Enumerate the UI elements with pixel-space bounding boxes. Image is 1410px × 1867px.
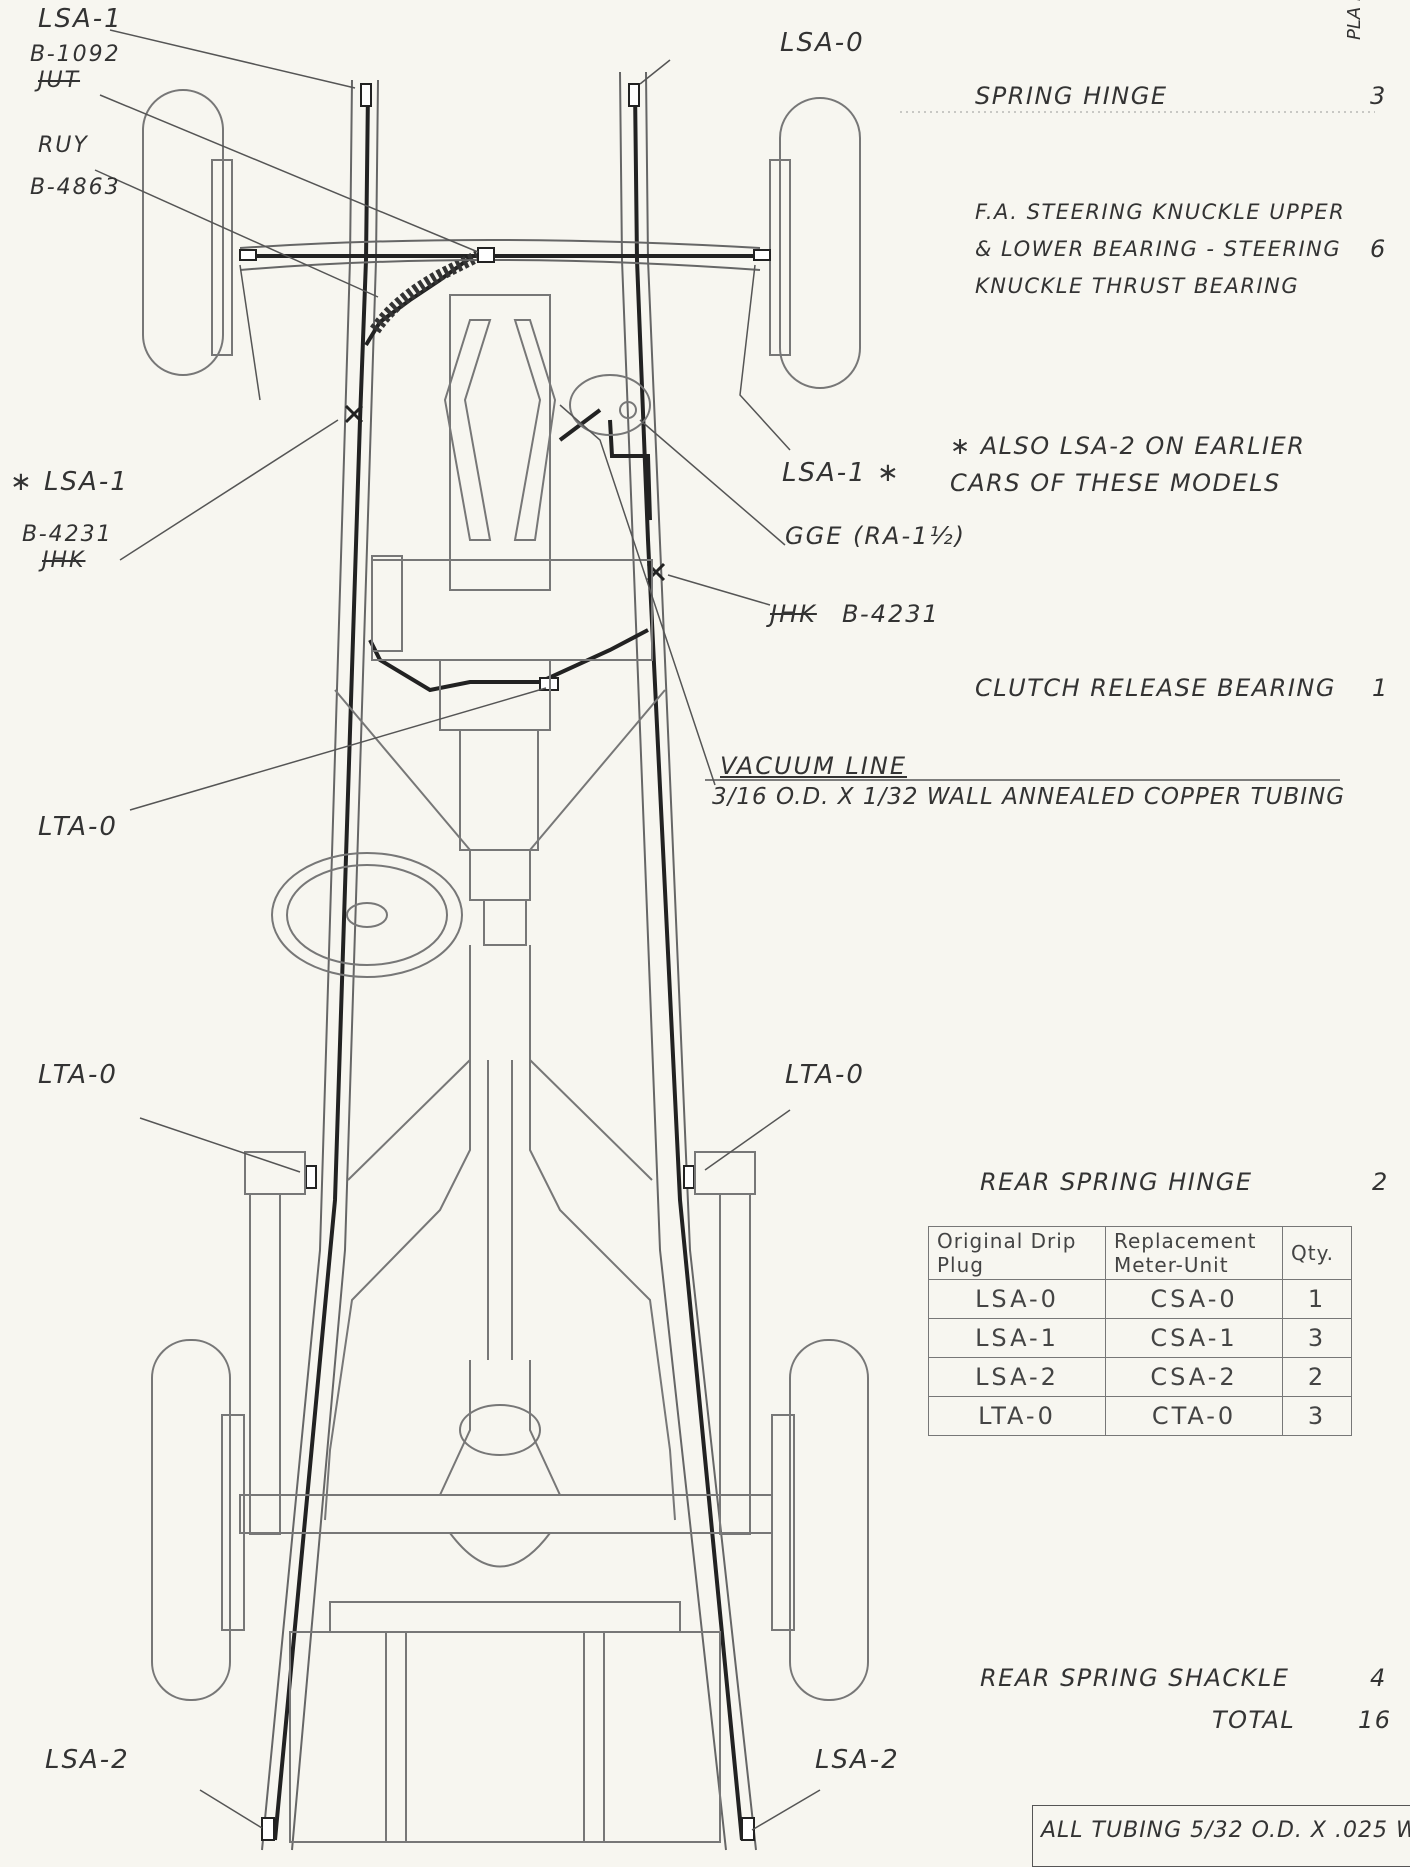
- qty-steering-knuckle: 6: [1370, 235, 1387, 263]
- item-rear-spring-hinge: REAR SPRING HINGE: [980, 1168, 1253, 1196]
- flexible-hose: [370, 250, 481, 334]
- qty-rear-spring-shackle: 4: [1370, 1664, 1387, 1692]
- table-header-row: Original Drip Plug Replacement Meter-Uni…: [928, 1226, 1352, 1280]
- label-gge: GGE (RA-1½): [785, 522, 966, 550]
- label-lsa2-left: LSA-2: [45, 1745, 130, 1775]
- footnote: ∗ ALSO LSA-2 ON EARLIER CARS OF THESE MO…: [950, 432, 1306, 497]
- label-lta0-left: LTA-0: [38, 1060, 118, 1090]
- item-spring-hinge: SPRING HINGE: [975, 82, 1168, 110]
- label-lta0-upper: LTA-0: [38, 812, 118, 842]
- plug-conversion-table: Original Drip Plug Replacement Meter-Uni…: [928, 1226, 1352, 1436]
- table-cell: 2: [1282, 1357, 1352, 1397]
- table-cell: LSA-1: [928, 1318, 1106, 1358]
- front-right-wheel: [769, 97, 861, 389]
- label-jhk-right: JHK: [770, 600, 817, 628]
- qty-spring-hinge: 3: [1370, 82, 1387, 110]
- item-steering-knuckle: F.A. STEERING KNUCKLE UPPER & LOWER BEAR…: [975, 200, 1346, 298]
- label-b1092: B-1092: [30, 42, 121, 67]
- table-cell: 3: [1282, 1396, 1352, 1436]
- total-label: TOTAL: [1212, 1706, 1296, 1734]
- table-cell: CSA-1: [1105, 1318, 1283, 1358]
- rear-axle: [239, 1360, 773, 1843]
- table-cell: 1: [1282, 1279, 1352, 1319]
- rear-crossmember: [244, 1151, 756, 1535]
- label-ruy: RUY: [38, 133, 89, 158]
- item-rear-spring-shackle: REAR SPRING SHACKLE: [980, 1664, 1290, 1692]
- table-row: LSA-1 CSA-1 3: [928, 1318, 1352, 1358]
- table-cell: CSA-2: [1105, 1357, 1283, 1397]
- lubrication-tubing: [248, 87, 762, 1841]
- label-lsa2-right: LSA-2: [815, 1745, 900, 1775]
- engine-outline: [371, 294, 653, 946]
- rear-right-wheel: [771, 1339, 869, 1701]
- table-cell: 3: [1282, 1318, 1352, 1358]
- frame-rails: [261, 71, 757, 1851]
- rear-left-wheel: [151, 1339, 245, 1701]
- header-qty: Qty.: [1282, 1226, 1352, 1280]
- tubing-note-box: ALL TUBING 5/32 O.D. X .025 WALL: [1032, 1805, 1410, 1867]
- table-cell: LSA-2: [928, 1357, 1106, 1397]
- label-b4863: B-4863: [30, 175, 121, 200]
- label-jut: JUT: [38, 68, 81, 93]
- steering-wheel: [271, 852, 463, 978]
- label-lsa1-right: LSA-1 ∗: [782, 458, 901, 488]
- total-qty: 16: [1358, 1706, 1392, 1734]
- label-lsa1-top: LSA-1: [38, 4, 123, 34]
- table-cell: CTA-0: [1105, 1396, 1283, 1436]
- table-row: LSA-0 CSA-0 1: [928, 1279, 1352, 1319]
- header-original: Original Drip Plug: [928, 1226, 1106, 1280]
- label-vacuum-line: VACUUM LINE: [720, 752, 907, 780]
- label-jhk-left: JHK: [42, 548, 86, 573]
- label-lsa0-top: LSA-0: [780, 28, 865, 58]
- label-lsa1-left: ∗ LSA-1: [10, 467, 129, 497]
- table-cell: LSA-0: [928, 1279, 1106, 1319]
- table-cell: CSA-0: [1105, 1279, 1283, 1319]
- table-row: LSA-2 CSA-2 2: [928, 1357, 1352, 1397]
- table-cell: LTA-0: [928, 1396, 1106, 1436]
- item-clutch-release: CLUTCH RELEASE BEARING: [975, 674, 1336, 702]
- table-row: LTA-0 CTA-0 3: [928, 1396, 1352, 1436]
- front-left-wheel: [142, 89, 233, 376]
- header-replacement: Replacement Meter-Unit: [1105, 1226, 1283, 1280]
- x-member: [324, 689, 676, 1521]
- qty-clutch-release: 1: [1372, 674, 1389, 702]
- drip-plugs: [239, 83, 771, 1841]
- label-lta0-right: LTA-0: [785, 1060, 865, 1090]
- corner-text: PLA LUB: [1344, 0, 1365, 40]
- label-vacuum-spec: 3/16 O.D. X 1/32 WALL ANNEALED COPPER TU…: [712, 784, 1346, 810]
- junction-marks: [344, 404, 666, 582]
- leader-lines: [94, 29, 821, 1831]
- label-b4231-right: B-4231: [842, 600, 940, 628]
- label-b4231-left: B-4231: [22, 522, 113, 547]
- qty-rear-spring-hinge: 2: [1372, 1168, 1389, 1196]
- tubing-note: ALL TUBING 5/32 O.D. X .025 WALL: [1041, 1818, 1410, 1843]
